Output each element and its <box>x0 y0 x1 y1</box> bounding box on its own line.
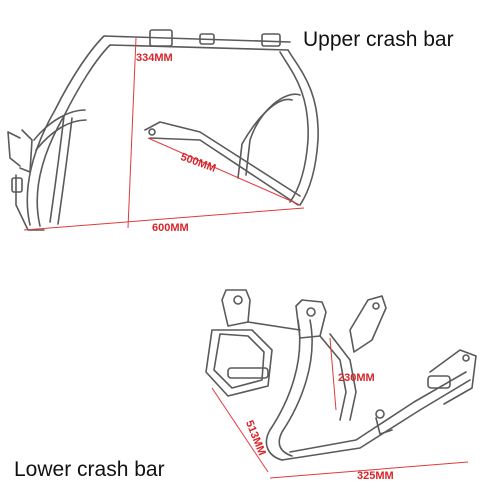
upper-crash-bar-caption: Upper crash bar <box>303 28 454 51</box>
lower-crash-bar-drawing <box>205 289 477 461</box>
lower-crash-bar-caption: Lower crash bar <box>14 458 165 481</box>
lower-width-dimension: 325MM <box>357 470 394 482</box>
lower-height-dimension: 230MM <box>338 372 375 384</box>
upper-height-dimension: 334MM <box>136 52 173 64</box>
upper-width-dimension: 600MM <box>152 222 189 234</box>
upper-crash-bar-drawing <box>7 29 319 231</box>
dimension-lines <box>23 37 469 479</box>
